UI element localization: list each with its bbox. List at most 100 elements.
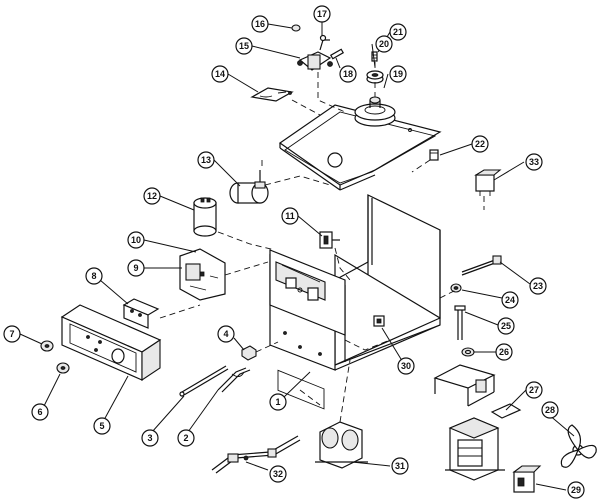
callout-7-label: 7 [9,329,14,339]
callout-22: 22 [471,135,489,153]
probe-rod [179,365,229,397]
washer [461,347,475,357]
callout-15: 15 [235,37,253,55]
callout-12-label: 12 [147,191,157,201]
callout-7: 7 [3,325,21,343]
callout-13-label: 13 [201,155,211,165]
knob-7 [40,340,54,352]
callout-26-label: 26 [499,347,509,357]
callout-3: 3 [141,429,159,447]
callout-12: 12 [143,187,161,205]
callout-29-label: 29 [571,485,581,495]
door-latch [319,231,340,249]
front-bezel [60,304,162,382]
callout-32-label: 32 [273,469,283,479]
thumb-nut [241,345,257,361]
callout-19-label: 19 [393,69,403,79]
drive-motor [229,170,269,204]
callout-6: 6 [31,403,49,421]
relay-switch [474,169,502,196]
callout-28-label: 28 [545,405,555,415]
callout-27: 27 [525,381,543,399]
callout-22-label: 22 [475,139,485,149]
callout-2-label: 2 [183,433,188,443]
thermal-sensor [429,149,439,161]
callout-27-label: 27 [529,385,539,395]
fan-motor [512,465,542,493]
wire-connector [373,315,385,327]
leader-lines [19,22,575,491]
callout-24-label: 24 [505,295,515,305]
callout-31: 31 [391,457,409,475]
callout-5: 5 [93,417,111,435]
callout-20: 20 [375,35,393,53]
switch-harness [250,87,294,102]
callout-20-label: 20 [379,39,389,49]
callout-11-label: 11 [285,211,295,221]
callout-9: 9 [127,259,145,277]
callout-25-label: 25 [501,321,511,331]
callout-10: 10 [127,231,145,249]
callout-29: 29 [567,481,585,499]
transformer-bracket [433,364,496,407]
wire-harness [211,435,301,474]
fan-blade [560,424,597,468]
callout-25: 25 [497,317,515,335]
control-board [179,248,226,301]
callout-28: 28 [541,401,559,419]
callout-14: 14 [211,65,229,83]
callout-8: 8 [85,267,103,285]
front-control-panel [269,249,346,356]
transformer [445,403,522,481]
nut-16 [291,24,301,32]
callout-4: 4 [217,325,235,343]
callout-6-label: 6 [37,407,42,417]
callout-18-label: 18 [343,69,353,79]
callout-23-label: 23 [533,281,543,291]
mounting-standoff [454,305,466,340]
callout-13: 13 [197,151,215,169]
knob-6 [56,362,70,374]
callout-10-label: 10 [131,235,141,245]
callout-14-label: 14 [215,69,225,79]
power-cord [461,255,502,276]
callout-1-label: 1 [275,397,280,407]
callout-5-label: 5 [99,421,104,431]
callout-21-label: 21 [393,27,403,37]
callout-30-label: 30 [401,361,411,371]
top-cover-plate [278,104,442,191]
callout-33: 33 [525,153,543,171]
callout-11: 11 [281,207,299,225]
callout-30: 30 [397,357,415,375]
callout-1: 1 [269,393,287,411]
callout-17: 17 [313,5,331,23]
cord-grommet [450,283,462,293]
capacitor [193,197,217,237]
pulley-wheel [366,70,384,84]
callout-17-label: 17 [317,9,327,19]
callout-16: 16 [251,15,269,33]
callout-26: 26 [495,343,513,361]
bracket-bolt [329,48,345,60]
callout-19: 19 [389,65,407,83]
callout-9-label: 9 [133,263,138,273]
choke-coil [315,421,368,469]
callout-21: 21 [389,23,407,41]
callout-3-label: 3 [147,433,152,443]
motor-bracket [297,34,333,71]
callout-15-label: 15 [239,41,249,51]
callout-31-label: 31 [395,461,405,471]
callout-24: 24 [501,291,519,309]
heating-element [217,367,251,393]
indicator-plate [122,298,160,329]
callout-33-label: 33 [529,157,539,167]
callout-18: 18 [339,65,357,83]
callout-32: 32 [269,465,287,483]
callout-4-label: 4 [223,329,228,339]
turntable-platter [354,96,396,127]
callout-8-label: 8 [91,271,96,281]
callout-2: 2 [177,429,195,447]
callout-16-label: 16 [255,19,265,29]
callout-23: 23 [529,277,547,295]
